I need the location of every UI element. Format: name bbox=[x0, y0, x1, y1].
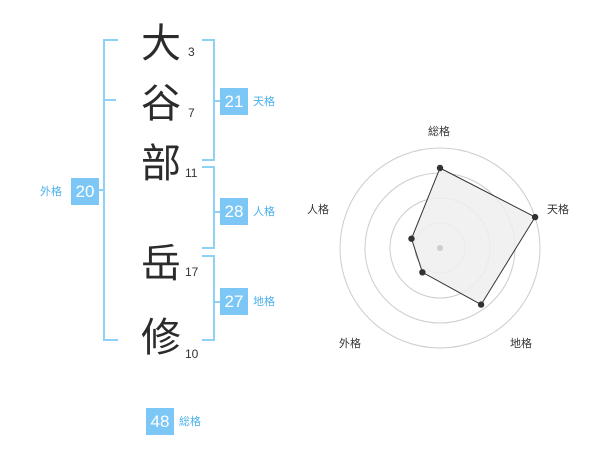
radar-axis-label-gaikaku: 外格 bbox=[339, 337, 361, 350]
stroke-count-2: 7 bbox=[188, 106, 195, 120]
name-char-2: 谷 bbox=[141, 81, 181, 127]
stroke-count-5: 10 bbox=[185, 347, 199, 361]
chikaku-value-badge: 27 bbox=[220, 288, 248, 315]
jinkaku-bracket bbox=[202, 166, 215, 249]
radar-center-dot bbox=[437, 245, 443, 251]
radar-point-5 bbox=[408, 235, 415, 242]
radar-point-2 bbox=[531, 213, 539, 221]
soukaku-value-badge: 48 bbox=[146, 408, 174, 435]
radar-chart bbox=[339, 147, 541, 349]
tenkaku-label: 天格 bbox=[253, 95, 275, 108]
radar-polygon bbox=[410, 167, 536, 306]
chikaku-label: 地格 bbox=[253, 295, 275, 308]
name-char-3: 部 bbox=[141, 141, 181, 187]
soukaku-label: 総格 bbox=[179, 415, 201, 428]
radar-point-1 bbox=[436, 164, 444, 172]
radar-ring-4 bbox=[339, 147, 541, 349]
stroke-count-1: 3 bbox=[188, 45, 195, 59]
tenkaku-bracket bbox=[202, 39, 215, 161]
jinkaku-label: 人格 bbox=[253, 205, 275, 218]
stroke-count-4: 17 bbox=[185, 265, 199, 279]
radar-axis-label-tenkaku: 天格 bbox=[547, 203, 569, 216]
chikaku-bracket bbox=[202, 255, 215, 341]
name-char-4: 岳 bbox=[141, 241, 181, 287]
gaikaku-value-badge: 20 bbox=[71, 178, 99, 205]
stroke-count-3: 11 bbox=[185, 166, 198, 180]
radar-point-4 bbox=[419, 269, 426, 276]
radar-axis-label-soukaku: 総格 bbox=[428, 125, 450, 138]
name-char-5: 修 bbox=[141, 315, 181, 361]
gaikaku-bracket bbox=[103, 39, 118, 341]
gaikaku-label: 外格 bbox=[40, 185, 62, 198]
radar-axis-label-chikaku: 地格 bbox=[510, 337, 532, 350]
name-char-1: 大 bbox=[141, 21, 181, 67]
radar-axis-label-jinkaku: 人格 bbox=[307, 203, 329, 216]
jinkaku-value-badge: 28 bbox=[220, 198, 248, 225]
radar-point-3 bbox=[477, 301, 485, 308]
tenkaku-value-badge: 21 bbox=[220, 88, 248, 115]
